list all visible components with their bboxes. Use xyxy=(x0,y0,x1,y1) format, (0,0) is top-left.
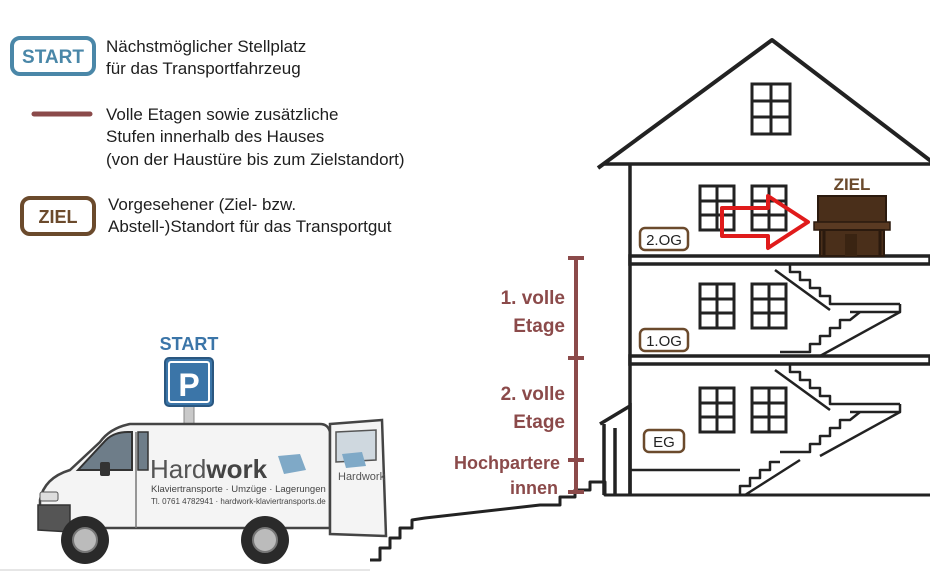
floor-label-og2: 2.OG xyxy=(646,232,682,249)
floor-measure: 1. volle Etage 2. volle Etage Hochparter… xyxy=(454,256,584,498)
measure-label3-a: Hochpartere xyxy=(454,453,560,473)
measure-label3-b: innen xyxy=(510,478,558,498)
parking-start-label: START xyxy=(160,334,219,354)
legend-start-line1: Nächstmöglicher Stellplatz xyxy=(106,37,306,56)
legend-ziel-badge xyxy=(20,196,96,236)
house-roof xyxy=(596,38,930,170)
van-logo-mark xyxy=(278,454,306,474)
van-tagline: Klaviertransporte · Umzüge · Lagerungen xyxy=(151,484,326,495)
van-wheels xyxy=(61,516,289,564)
floor-label-og1: 1.OG xyxy=(646,333,682,350)
measure-label2-b: Etage xyxy=(513,412,565,433)
parking-sign-letter: P xyxy=(178,367,199,403)
attic-window xyxy=(750,82,792,136)
legend-floors-line1: Volle Etagen sowie zusätzliche xyxy=(106,105,338,124)
legend-start-badge-text: START xyxy=(22,47,84,68)
measure-label1-b: Etage xyxy=(513,316,565,337)
measure-label1-a: 1. volle xyxy=(501,288,565,309)
eg-windows xyxy=(698,386,788,434)
van-brand: Hardwork xyxy=(150,454,268,484)
floor-labels: 2.OG 1.OG EG xyxy=(638,226,690,454)
legend-ziel-line2: Abstell-)Standort für das Transportgut xyxy=(108,217,392,236)
house: 2.OG 1.OG EG ZIEL xyxy=(596,38,930,497)
parking-sign: START P xyxy=(160,334,219,438)
legend-ziel-badge-text: ZIEL xyxy=(39,207,78,227)
floor-label-eg: EG xyxy=(653,434,675,451)
van-door-brand: Hardwork xyxy=(338,471,386,483)
ziel-label: ZIEL xyxy=(834,175,871,194)
legend-floors-line2: Stufen innerhalb des Hauses xyxy=(106,127,324,146)
legend-floors-line3: (von der Haustüre bis zum Zielstandort) xyxy=(106,150,405,169)
floor-label-og2-box xyxy=(638,226,690,252)
floor-label-eg-box xyxy=(642,428,686,454)
transport-van: Hardwork Klaviertransporte · Umzüge · La… xyxy=(37,418,388,564)
legend-start-line2: für das Transportfahrzeug xyxy=(106,59,301,78)
parking-sign-board xyxy=(164,357,214,407)
measure-label2-a: 2. volle xyxy=(501,384,565,405)
og1-windows xyxy=(698,282,788,330)
piano-target: ZIEL xyxy=(813,175,891,257)
legend: START Nächstmöglicher Stellplatz für das… xyxy=(10,36,405,236)
interior-stairs xyxy=(738,262,902,497)
van-contact: Tl. 0761 4782941 · hardwork-klaviertrans… xyxy=(151,497,326,506)
legend-start-badge xyxy=(10,36,96,76)
legend-ziel-line1: Vorgesehener (Ziel- bzw. xyxy=(108,195,296,214)
floor-label-og1-box xyxy=(638,327,690,353)
target-arrow xyxy=(720,194,810,250)
